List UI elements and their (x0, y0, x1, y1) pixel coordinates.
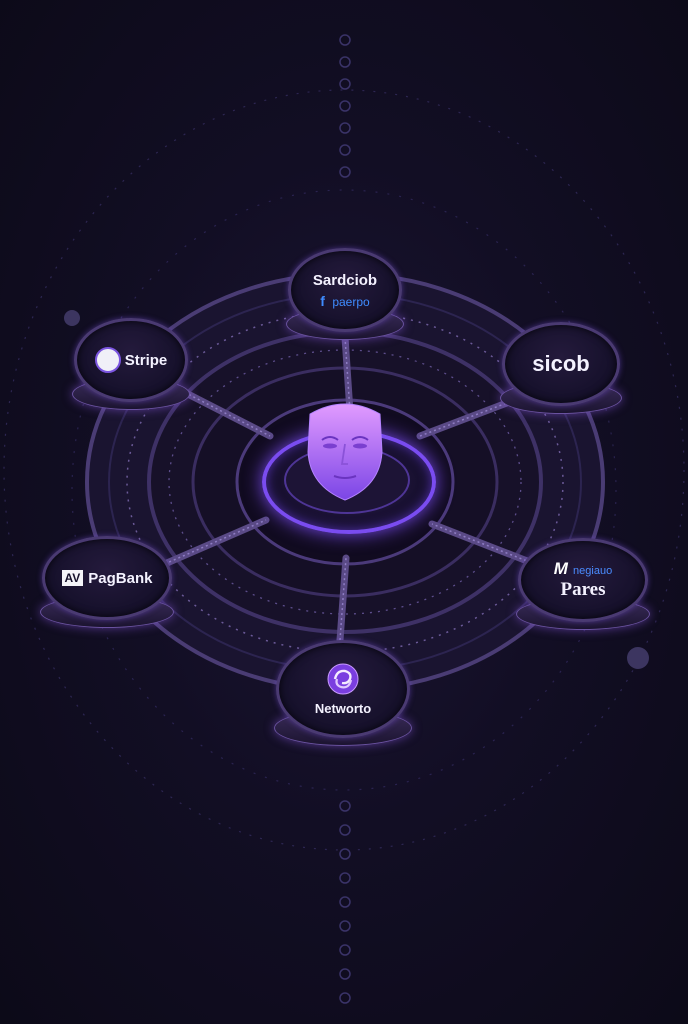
node-stripe-face: Stripe (74, 318, 188, 402)
node-top-label: Sardciob (312, 271, 378, 289)
node-top-sublabel: paerpo (332, 294, 370, 309)
av-logo-icon: AV (61, 570, 84, 586)
stripe-circle-icon (94, 347, 121, 373)
facebook-icon: f (320, 292, 325, 309)
node-pares[interactable]: M negiauo Pares (516, 538, 650, 630)
node-pares-brand-row: M negiauo (554, 559, 612, 579)
node-networto[interactable]: Networto (274, 640, 412, 746)
m-logo-icon: M (553, 559, 568, 578)
node-networto-label: Networto (314, 700, 372, 716)
node-sicob-face: sicob (502, 322, 620, 406)
node-sicob[interactable]: sicob (500, 322, 622, 414)
node-networto-face: Networto (276, 640, 410, 738)
node-pares-label: Pares (560, 579, 606, 600)
center-hub (262, 400, 436, 534)
node-top[interactable]: Sardciob f paerpo (286, 248, 404, 340)
node-pares-toptext: negiauo (573, 565, 613, 577)
node-pagbank-label: PagBank (88, 569, 153, 587)
node-top-sublabel-row: f paerpo (320, 293, 369, 309)
node-pares-face: M negiauo Pares (518, 538, 648, 622)
node-stripe[interactable]: Stripe (72, 318, 190, 410)
swirl-logo-icon (327, 663, 359, 694)
node-pagbank[interactable]: AV PagBank (40, 536, 174, 628)
node-pagbank-face: AV PagBank (42, 536, 172, 620)
node-stripe-label: Stripe (124, 351, 168, 369)
node-sicob-label: sicob (532, 351, 590, 376)
node-top-face: Sardciob f paerpo (288, 248, 402, 332)
face-avatar-icon (307, 403, 383, 501)
